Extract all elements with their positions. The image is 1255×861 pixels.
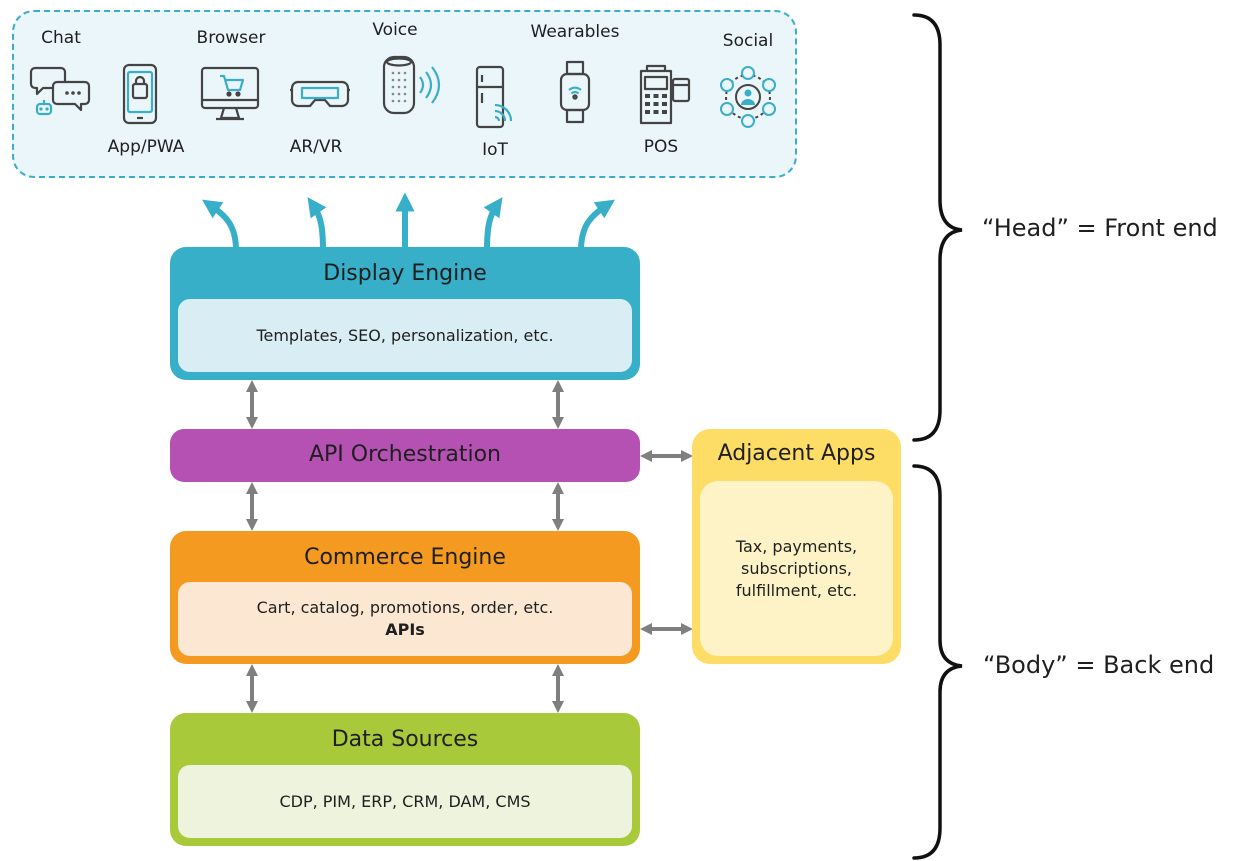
api-orchestration-block: API Orchestration: [170, 429, 640, 482]
head-brace: [912, 13, 963, 442]
mobile-shop-icon: [122, 63, 158, 125]
display-engine-detail: Templates, SEO, personalization, etc.: [256, 325, 554, 345]
data-sources-block: Data Sources CDP, PIM, ERP, CRM, DAM, CM…: [170, 713, 640, 846]
smart-speaker-icon: [382, 55, 441, 115]
channel-label-pos: POS: [643, 137, 679, 157]
adjacent-apps-block: Adjacent Apps Tax, payments, subscriptio…: [692, 429, 901, 664]
channel-label-voice: Voice: [372, 20, 418, 40]
display-engine-block: Display Engine Templates, SEO, personali…: [170, 247, 640, 380]
output-arrow-5: [578, 199, 615, 253]
monitor-cart-icon: [200, 66, 260, 121]
channel-label-social: Social: [722, 31, 774, 51]
api-orchestration-title: API Orchestration: [308, 442, 501, 467]
commerce-engine-block: Commerce Engine Cart, catalog, promotion…: [170, 531, 640, 664]
channel-label-chat: Chat: [41, 28, 81, 48]
output-arrow-1: [202, 199, 239, 253]
adjacent-apps-title: Adjacent Apps: [717, 441, 876, 466]
output-arrow-2: [307, 197, 327, 253]
commerce-engine-apis: APIs: [385, 620, 425, 639]
adjacent-apps-line-2: subscriptions,: [740, 558, 852, 578]
display-engine-detail-box: Templates, SEO, personalization, etc.: [178, 299, 632, 372]
body-label: “Body” = Back end: [983, 651, 1215, 679]
smartwatch-icon: [559, 60, 591, 124]
channel-label-app-pwa: App/PWA: [107, 137, 185, 157]
adjacent-apps-detail-box: Tax, payments, subscriptions, fulfillmen…: [700, 481, 893, 656]
smart-fridge-icon: [475, 65, 513, 129]
channel-label-ar-vr: AR/VR: [289, 137, 343, 157]
body-brace: [912, 464, 963, 860]
head-label: “Head” = Front end: [982, 214, 1218, 242]
social-network-icon: [720, 66, 776, 128]
vr-headset-icon: [290, 80, 350, 108]
channel-label-wearables: Wearables: [530, 22, 620, 42]
display-engine-title: Display Engine: [323, 261, 487, 286]
adjacent-apps-line-1: Tax, payments,: [735, 536, 858, 556]
commerce-engine-detail-box: Cart, catalog, promotions, order, etc. A…: [178, 582, 632, 656]
data-sources-detail-box: CDP, PIM, ERP, CRM, DAM, CMS: [178, 765, 632, 838]
commerce-engine-detail: Cart, catalog, promotions, order, etc.: [256, 598, 554, 617]
channel-label-browser: Browser: [196, 28, 266, 48]
adjacent-apps-line-3: fulfillment, etc.: [735, 580, 858, 600]
commerce-engine-title: Commerce Engine: [304, 545, 506, 570]
data-sources-detail: CDP, PIM, ERP, CRM, DAM, CMS: [279, 791, 531, 811]
pos-terminal-icon: [639, 64, 691, 125]
data-sources-title: Data Sources: [331, 727, 479, 752]
chat-bot-icon: [29, 66, 91, 116]
output-arrow-4: [483, 197, 503, 253]
channel-label-iot: IoT: [482, 140, 508, 160]
